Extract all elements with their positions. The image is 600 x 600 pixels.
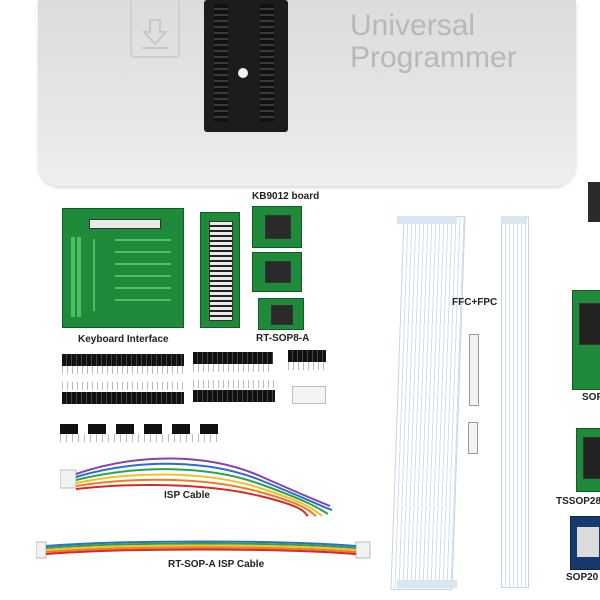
isp-cable-label: ISP Cable — [164, 490, 210, 501]
fpc-connector — [468, 422, 478, 454]
lever-knob-icon — [238, 68, 248, 78]
rt-sop-a-isp-cable — [36, 540, 371, 559]
kb9012-label: KB9012 board — [252, 191, 320, 202]
adapter-board — [200, 212, 240, 328]
pin-header — [193, 390, 275, 402]
ffc-cable-right — [501, 216, 529, 588]
sop-adapter — [572, 290, 600, 390]
ffc-fpc-label: FFC+FPC — [452, 297, 498, 308]
tssop28-adapter — [576, 428, 600, 492]
rt-sop8-board — [258, 298, 304, 330]
jumper-row — [60, 424, 220, 434]
pin-header — [193, 352, 273, 364]
down-arrow-icon — [130, 0, 180, 58]
keyboard-interface-board — [62, 208, 184, 328]
isp-cable — [60, 457, 333, 517]
sop20-label: SOP20 — [566, 572, 599, 583]
zif-socket — [204, 0, 288, 132]
pin-header — [62, 354, 184, 366]
kb9012-board-1 — [252, 206, 302, 248]
brand-text: Universal Programmer — [350, 9, 517, 74]
tssop28-label: TSSOP28 — [556, 496, 600, 507]
rt-sop-a-isp-label: RT-SOP-A ISP Cable — [168, 559, 265, 570]
keyboard-interface-label: Keyboard Interface — [78, 334, 169, 345]
ffc-cable-left — [390, 216, 466, 590]
pin-header — [288, 350, 326, 362]
white-connector — [292, 386, 326, 404]
fpc-connector — [469, 334, 479, 406]
cut-off-part — [588, 182, 600, 222]
rt-sop8-label: RT-SOP8-A — [256, 333, 310, 344]
sop-label: SOP — [582, 392, 600, 403]
sop20-adapter — [570, 516, 600, 570]
kb9012-board-2 — [252, 252, 302, 292]
programmer-device: Universal Programmer — [38, 0, 576, 186]
pin-header — [62, 392, 184, 404]
